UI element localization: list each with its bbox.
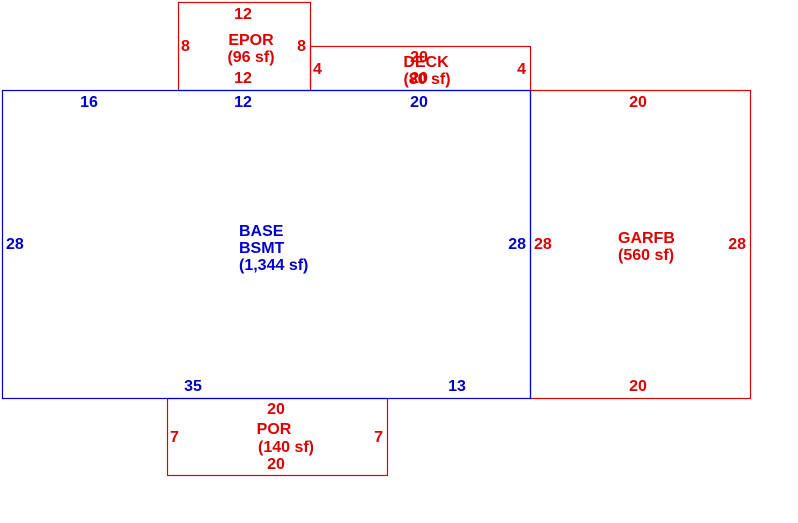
por-dim-right: 7 bbox=[374, 429, 383, 446]
base-outline bbox=[1, 89, 532, 400]
base-dim-top-left: 16 bbox=[80, 94, 98, 111]
base-area-label: (1,344 sf) bbox=[239, 257, 308, 274]
garfb-code-label: GARFB bbox=[618, 230, 675, 247]
garfb-dim-bottom: 20 bbox=[629, 378, 647, 395]
epor-dim-right: 8 bbox=[297, 38, 306, 55]
deck-dim-left: 4 bbox=[313, 61, 322, 78]
base-dim-bottom-left: 35 bbox=[184, 378, 202, 395]
por-code-label: POR bbox=[257, 421, 292, 438]
por-area-label: (140 sf) bbox=[258, 439, 314, 456]
epor-dim-left: 8 bbox=[181, 38, 190, 55]
base-code-label: BASE bbox=[239, 223, 284, 240]
base-dim-top-right: 20 bbox=[410, 94, 428, 111]
base-subcode-label: BSMT bbox=[239, 240, 285, 257]
deck-dim-top: 20 bbox=[410, 49, 428, 66]
epor-dim-top: 12 bbox=[234, 6, 252, 23]
garfb-dim-top: 20 bbox=[629, 94, 647, 111]
deck-dim-bottom: 20 bbox=[410, 70, 428, 87]
por-dim-left: 7 bbox=[170, 429, 179, 446]
epor-code-label: EPOR bbox=[228, 32, 274, 49]
por-dim-top: 20 bbox=[267, 401, 285, 418]
deck-dim-right: 4 bbox=[517, 61, 526, 78]
garfb-dim-right: 28 bbox=[728, 236, 746, 253]
base-dim-bottom-right: 13 bbox=[448, 378, 466, 395]
base-dim-right: 28 bbox=[508, 236, 526, 253]
deck-code-label: DECK bbox=[403, 54, 449, 71]
epor-dim-bottom: 12 bbox=[234, 70, 252, 87]
base-dim-left: 28 bbox=[6, 236, 24, 253]
deck-area-label: (80 sf) bbox=[403, 71, 450, 88]
por-dim-bottom: 20 bbox=[267, 456, 285, 473]
garfb-dim-left: 28 bbox=[534, 236, 552, 253]
garfb-area-label: (560 sf) bbox=[618, 247, 674, 264]
base-dim-top-mid: 12 bbox=[234, 94, 252, 111]
epor-area-label: (96 sf) bbox=[227, 49, 274, 66]
